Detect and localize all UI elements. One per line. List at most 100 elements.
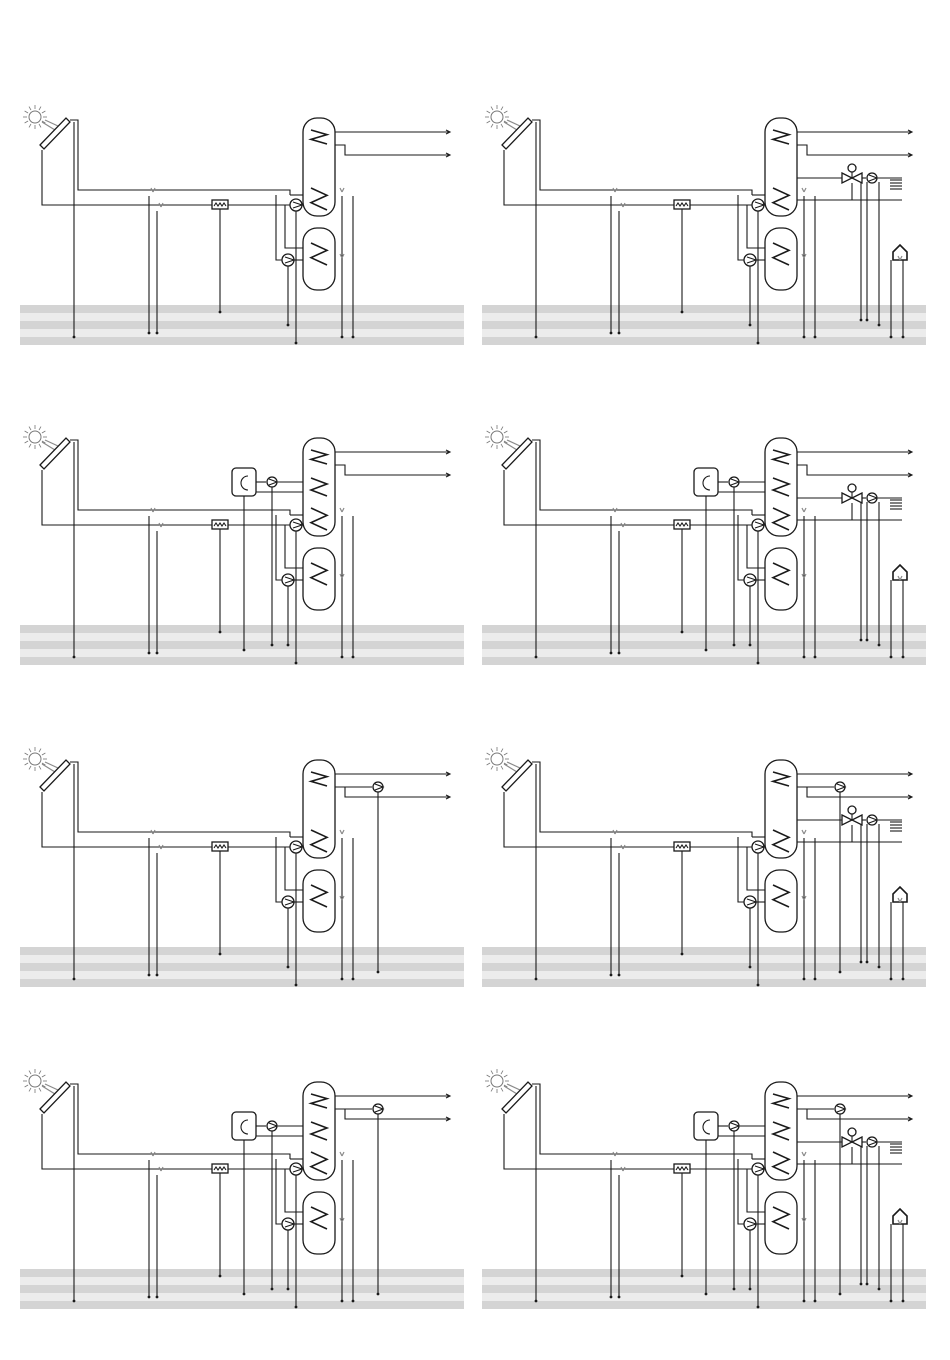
secondary-tank	[765, 870, 797, 932]
sun-ray	[29, 749, 31, 752]
terminal-dot	[148, 652, 151, 655]
sun-ray	[29, 1071, 31, 1074]
terminal-dot	[749, 1288, 752, 1291]
sun-disc	[29, 753, 41, 765]
sun-disc	[491, 431, 503, 443]
sun-ray	[501, 1088, 503, 1091]
valve-left	[842, 493, 852, 503]
sun-ray	[42, 431, 45, 433]
sun-ray	[29, 444, 31, 447]
secondary-tank	[303, 228, 335, 290]
radiator-icon	[890, 1144, 902, 1153]
pump-icon	[267, 477, 277, 487]
pipe-path	[747, 205, 765, 248]
terminal-dot	[757, 662, 760, 665]
terminal-dot	[681, 953, 684, 956]
sun-ray	[25, 431, 28, 433]
terminal-dot	[287, 1288, 290, 1291]
pump-icon	[744, 574, 756, 586]
pump-icon	[729, 477, 739, 487]
sun-ray	[25, 121, 28, 123]
pump-icon	[744, 254, 756, 266]
terminal-dot	[352, 656, 355, 659]
secondary-tank	[765, 548, 797, 610]
terminal-band	[482, 1277, 926, 1285]
terminal-dot	[271, 1288, 274, 1291]
cold-water-inlet	[335, 787, 450, 797]
sun-icon	[23, 425, 47, 449]
valve-actuator	[848, 164, 856, 172]
sun-ray	[29, 1088, 31, 1091]
pump-body	[282, 896, 294, 908]
pump-icon	[282, 254, 294, 266]
temperature-sensor-icon	[802, 830, 806, 834]
terminal-band	[482, 337, 926, 345]
temperature-sensor-icon	[802, 508, 806, 512]
terminal-dot	[681, 1275, 684, 1278]
sun-ray	[487, 111, 490, 113]
terminal-dot	[73, 978, 76, 981]
pump-icon	[867, 1137, 877, 1147]
sun-ray	[39, 766, 41, 769]
terminal-dot	[156, 652, 159, 655]
terminal-dot	[757, 1306, 760, 1309]
sun-ray	[501, 124, 503, 127]
terminal-dot	[535, 978, 538, 981]
pump-icon	[744, 896, 756, 908]
valve-actuator	[848, 806, 856, 814]
terminal-band	[482, 955, 926, 963]
terminal-band	[20, 963, 464, 971]
terminal-band	[482, 625, 926, 633]
terminal-dot	[814, 978, 817, 981]
schematic-boiler-circulation	[20, 1069, 464, 1309]
sun-ray	[504, 1075, 507, 1077]
sun-ray	[501, 766, 503, 769]
valve-actuator	[848, 1128, 856, 1136]
terminal-band	[20, 1301, 464, 1309]
sun-ray	[487, 763, 490, 765]
terminal-dot	[618, 1296, 621, 1299]
terminal-dot	[271, 644, 274, 647]
boiler-icon	[694, 468, 718, 496]
pipe-path	[532, 1084, 752, 1159]
pump-icon	[729, 1121, 739, 1131]
pump-icon	[282, 896, 294, 908]
secondary-tank	[303, 870, 335, 932]
terminal-dot	[148, 974, 151, 977]
terminal-dot	[803, 656, 806, 659]
secondary-tank	[303, 1192, 335, 1254]
terminal-dot	[878, 644, 881, 647]
terminal-dot	[866, 1283, 869, 1286]
pipe-path	[532, 762, 752, 837]
terminal-dot	[890, 656, 893, 659]
pump-icon	[373, 782, 383, 792]
sun-ray	[487, 431, 490, 433]
terminal-dot	[352, 978, 355, 981]
pump-body	[744, 896, 756, 908]
sun-ray	[487, 1075, 490, 1077]
valve-left	[842, 1137, 852, 1147]
terminal-dot	[902, 656, 905, 659]
pump-icon	[282, 574, 294, 586]
terminal-dot	[878, 324, 881, 327]
sun-icon	[23, 1069, 47, 1093]
pipe-path	[747, 847, 765, 890]
temperature-sensor-icon	[802, 188, 806, 192]
cold-water-inlet	[335, 1109, 450, 1119]
pipe-path	[285, 1169, 303, 1212]
pump-icon	[752, 1163, 764, 1175]
terminal-dot	[341, 656, 344, 659]
terminal-band	[482, 1301, 926, 1309]
terminal-band	[20, 641, 464, 649]
sun-ray	[487, 441, 490, 443]
cold-water-inlet	[797, 1109, 912, 1119]
radiator-icon	[890, 180, 902, 189]
terminal-dot	[681, 631, 684, 634]
sun-ray	[39, 427, 41, 430]
terminal-dot	[287, 644, 290, 647]
terminal-dot	[610, 974, 613, 977]
sun-ray	[491, 766, 493, 769]
terminal-dot	[535, 336, 538, 339]
terminal-band	[482, 305, 926, 313]
secondary-tank	[303, 548, 335, 610]
